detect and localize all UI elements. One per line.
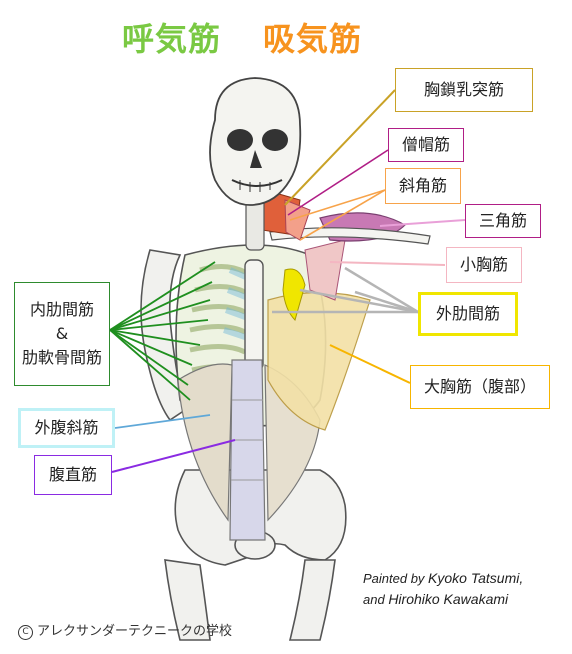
leader-ext-ic-2 (344, 266, 419, 314)
leader-trapezius (287, 149, 389, 216)
leader-int-ic-2 (109, 281, 213, 331)
leader-ext-oblique (114, 414, 211, 429)
copyright-icon: C (18, 625, 33, 640)
label-trapezius: 僧帽筋 (388, 128, 464, 162)
label-scm: 胸鎖乳突筋 (395, 68, 533, 112)
leader-ext-ic-1 (299, 288, 419, 314)
credit-name2: Hirohiko Kawakami (388, 591, 509, 607)
credit-name1: Kyoko Tatsumi, (428, 570, 524, 586)
leader-scalene-2 (299, 189, 386, 241)
label-external-oblique: 外腹斜筋 (18, 408, 115, 448)
label-internal-intercostal-line3: 肋軟骨間筋 (21, 348, 102, 367)
label-rectus-abdominis: 腹直筋 (34, 455, 112, 495)
label-scalene: 斜角筋 (385, 168, 461, 204)
leader-rectus (111, 439, 236, 473)
leader-pec-major (329, 344, 411, 384)
label-external-intercostal: 外肋間筋 (418, 292, 518, 336)
pec-minor-drawing (304, 239, 346, 301)
leader-int-ic-5 (109, 329, 201, 346)
leader-int-ic-8 (109, 329, 191, 401)
label-internal-intercostal: 内肋間筋 & 肋軟骨間筋 (14, 282, 110, 386)
leader-deltoid (379, 219, 466, 227)
external-intercostal-drawing (282, 268, 306, 321)
leader-int-ic-3 (109, 299, 211, 331)
rectus-abdominis-drawing (229, 359, 266, 541)
leader-scm (284, 89, 396, 206)
painter-credit: Painted by Kyoko Tatsumi, and Hirohiko K… (363, 568, 523, 610)
copyright: C アレクサンダーテクニークの学校 (18, 620, 232, 640)
label-pec-major: 大胸筋（腹部） (410, 365, 550, 409)
leader-scalene-1 (289, 189, 386, 221)
leader-lines (109, 89, 466, 473)
leader-int-ic-1 (109, 261, 216, 331)
leader-int-ic-6 (109, 329, 193, 366)
title-expiratory: 呼気筋 (122, 20, 222, 58)
sternum-drawing (244, 259, 264, 371)
title-inspiratory: 吸気筋 (263, 20, 363, 58)
label-pec-minor: 小胸筋 (446, 247, 522, 283)
copyright-text: アレクサンダーテクニークの学校 (37, 624, 233, 639)
leader-int-ic-4 (109, 319, 209, 331)
skull-drawing (209, 77, 302, 206)
external-oblique-drawing (177, 363, 233, 522)
label-internal-intercostal-line1: 内肋間筋 (29, 300, 94, 319)
leader-ext-ic-3 (354, 290, 419, 314)
credit-painted-by: Painted by (363, 571, 429, 586)
leader-int-ic-7 (109, 329, 189, 386)
label-internal-intercostal-line2: & (55, 324, 69, 343)
rectus-lines-drawing (231, 399, 264, 481)
credit-and: and (363, 592, 389, 607)
leader-pec-minor (329, 261, 446, 266)
label-deltoid: 三角筋 (465, 204, 541, 238)
